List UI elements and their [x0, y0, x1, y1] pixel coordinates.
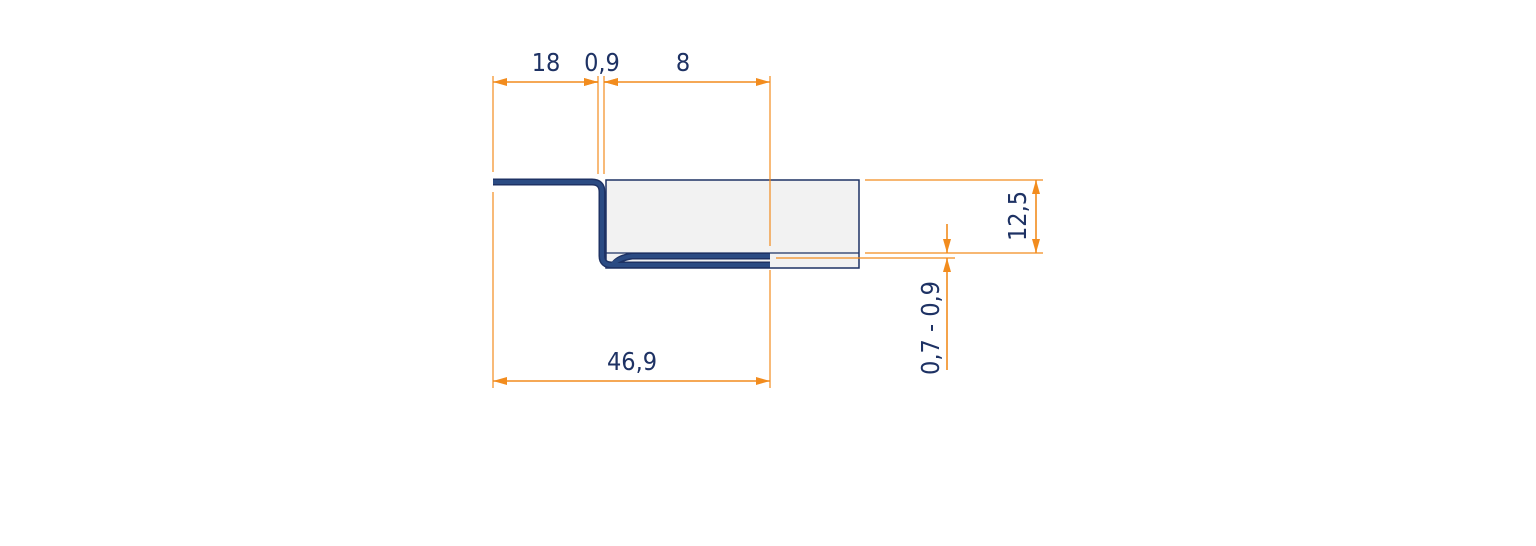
dim-label-height: 12,5 — [1003, 191, 1032, 241]
metal-profile-fold — [610, 254, 770, 267]
dim-label-return: 8 — [676, 48, 690, 77]
dim-label-thickness: 0,9 — [584, 48, 620, 77]
extension-lines — [492, 76, 1043, 388]
dim-label-flange: 18 — [532, 48, 561, 77]
metal-profile-core — [493, 180, 770, 267]
dim-label-total: 46,9 — [607, 347, 657, 376]
dim-label-gap: 0,7 - 0,9 — [916, 281, 945, 375]
dimension-lines — [493, 78, 1040, 385]
